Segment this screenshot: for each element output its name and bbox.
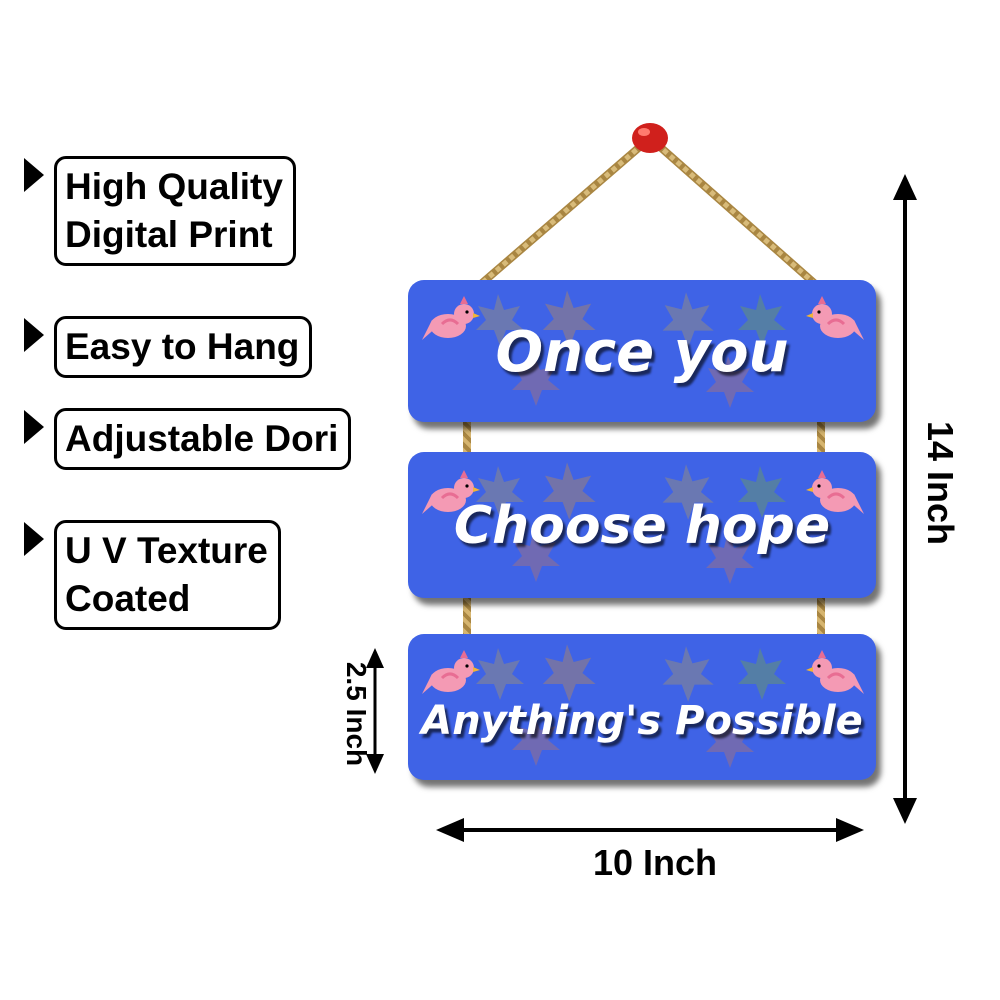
bird-icon [422,296,480,340]
leaf-icon [476,648,524,700]
leaf-icon [662,646,714,702]
leaf-icon [706,532,754,584]
feature-high-quality: High Quality Digital Print [24,156,296,266]
feature-label: High Quality Digital Print [54,156,296,266]
bird-icon [806,650,864,694]
connector-rope [817,588,825,644]
feature-label: Adjustable Dori [54,408,352,470]
sign-text: Choose hope [453,496,831,556]
leaf-icon [706,356,754,408]
bird-icon [806,470,864,514]
feature-uv-texture: U V Texture Coated [24,520,281,630]
bird-icon [806,296,864,340]
leaf-icon [542,290,596,348]
pointer-arrow-icon [24,318,44,352]
bird-icon [422,470,480,514]
leaf-icon [476,294,524,346]
pointer-arrow-icon [24,522,44,556]
leaf-icon [512,354,560,406]
leaf-icon [512,714,560,766]
connector-rope [817,412,825,464]
pointer-arrow-icon [24,158,44,192]
pointer-arrow-icon [24,410,44,444]
leaf-icon [476,466,524,518]
height-dimension-label: 14 Inch [920,420,961,546]
sign-text: Once you [495,320,789,385]
panel-height-dimension-label: 2.5 Inch [341,661,372,767]
leaf-icon [542,644,596,702]
feature-label: Easy to Hang [54,316,313,378]
feature-adjustable-dori: Adjustable Dori [24,408,352,470]
bird-icon [422,650,480,694]
leaf-icon [738,294,786,346]
width-dimension-label: 10 Inch [592,842,718,883]
sign-panel-1: Once you [408,280,876,422]
leaf-icon [738,648,786,700]
sign-panel-3: Anything's Possible [408,634,876,780]
leaf-icon [662,464,714,520]
feature-easy-to-hang: Easy to Hang [24,316,313,378]
leaf-icon [542,462,596,520]
feature-label: U V Texture Coated [54,520,281,630]
leaf-icon [662,292,714,348]
leaf-icon [738,466,786,518]
red-pin-icon [632,123,668,153]
sign-text: Anything's Possible [421,698,863,744]
sign-panel-2: Choose hope [408,452,876,598]
connector-rope [463,588,471,644]
leaf-icon [512,530,560,582]
leaf-icon [706,716,754,768]
connector-rope [463,412,471,464]
